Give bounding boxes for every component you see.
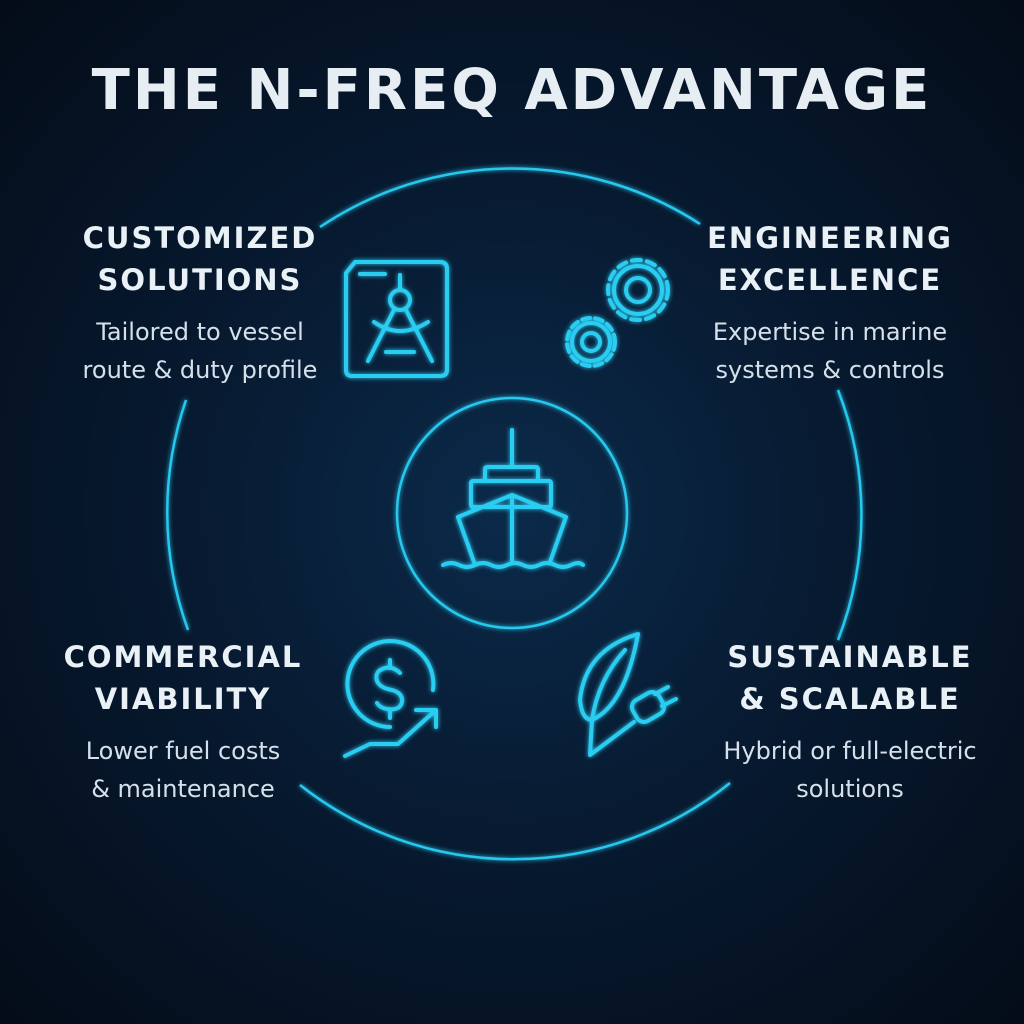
gears-icon [565, 258, 670, 368]
drafting-compass-icon [344, 260, 449, 378]
quadrant-description: Tailored to vessel [96, 318, 304, 346]
center-circle [395, 396, 629, 630]
quadrant-commercial-viability: COMMERCIAL VIABILITY Lower fuel costs & m… [23, 636, 343, 808]
quadrant-heading: EXCELLENCE [717, 263, 943, 297]
quadrant-description: Expertise in marine [712, 318, 948, 346]
quadrant-heading: SUSTAINABLE [727, 640, 973, 674]
quadrant-description: route & duty profile [82, 356, 318, 384]
quadrant-engineering-excellence: ENGINEERING EXCELLENCE Expertise in mari… [670, 217, 990, 389]
quadrant-customized-solutions: CUSTOMIZED SOLUTIONS Tailored to vessel r… [40, 217, 360, 389]
quadrant-heading: ENGINEERING [707, 221, 953, 255]
quadrant-description: Hybrid or full-electric [723, 737, 977, 765]
quadrant-description: solutions [796, 775, 904, 803]
quadrant-description: Lower fuel costs [85, 737, 281, 765]
divider-lines [172, 165, 852, 860]
quadrant-description: systems & controls [715, 356, 945, 384]
ship-icon [441, 428, 585, 569]
quadrant-heading: SOLUTIONS [97, 263, 303, 297]
quadrant-heading: CUSTOMIZED [82, 221, 318, 255]
quadrant-sustainable-scalable: SUSTAINABLE & SCALABLE Hybrid or full-el… [690, 636, 1010, 808]
outer-ring [166, 167, 863, 861]
quadrant-heading: & SCALABLE [739, 682, 961, 716]
quadrant-heading: COMMERCIAL [63, 640, 303, 674]
leaf-plug-icon [578, 632, 678, 757]
dollar-growth-icon [343, 639, 438, 758]
quadrant-description: & maintenance [91, 775, 275, 803]
quadrant-heading: VIABILITY [94, 682, 272, 716]
page-title: THE N-FREQ ADVANTAGE [91, 58, 933, 123]
